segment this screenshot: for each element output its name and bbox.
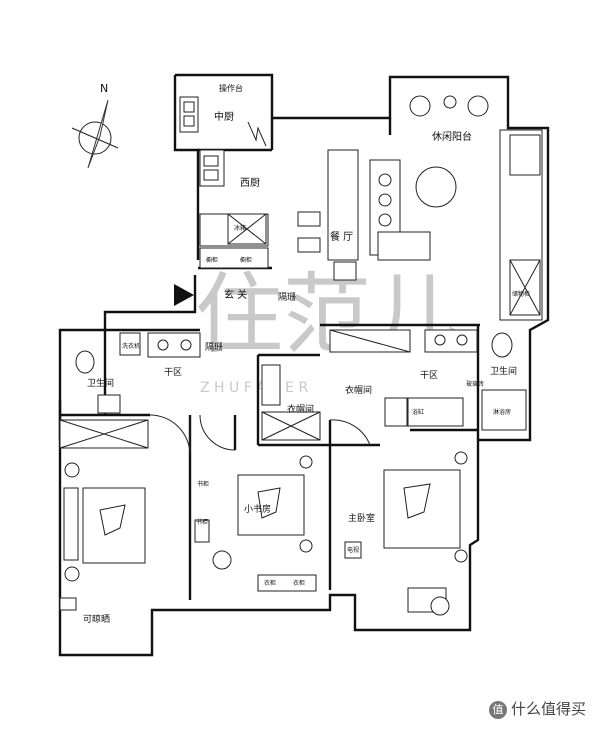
label-bathroom-left: 卫生间 (87, 377, 114, 389)
left-bedroom-furniture (59, 462, 146, 611)
balcony-furniture (409, 95, 543, 321)
credit-badge-icon: 值 (488, 700, 507, 719)
watermark: 住范儿 Z H U F A N E R (195, 263, 459, 396)
watermark-sub: Z H U F A N E R (200, 380, 308, 396)
label-fridge: 冰箱 (234, 224, 246, 232)
label-bathtub: 浴缸 (412, 408, 424, 416)
doors (149, 414, 371, 456)
label-tv: 电视 (347, 546, 359, 554)
label-cabinet-c: 衣柜 (264, 579, 276, 587)
label-leisure-balcony: 休闲阳台 (432, 130, 472, 143)
label-cabinet-b: 橱柜 (240, 256, 252, 264)
dining-furniture (297, 149, 431, 281)
source-credit: 值什么值得买 (488, 698, 586, 719)
entrance-arrow (174, 284, 194, 306)
compass: N (71, 82, 119, 169)
label-bookcase: 书柜 (197, 480, 209, 488)
label-partition-1: 隔珊 (278, 292, 296, 303)
label-cloakroom-large: 衣帽间 (345, 384, 372, 396)
label-cabinet-d: 衣柜 (293, 579, 305, 587)
label-small-study: 小书房 (244, 503, 271, 515)
credit-text: 什么值得买 (510, 700, 586, 718)
label-dry-area-left: 干区 (164, 367, 182, 378)
master-bedroom-furniture (344, 451, 468, 616)
label-chinese-kitchen: 中厨 (214, 110, 234, 123)
label-bookcase-2: 书柜 (196, 518, 208, 526)
label-dining-room: 餐 厅 (330, 230, 353, 243)
label-dry-area-right: 干区 (420, 370, 438, 381)
label-wash-machine: 洗衣机 (122, 342, 140, 350)
left-bathroom-fixtures (59, 332, 201, 449)
label-master-bedroom: 主卧室 (348, 512, 375, 524)
label-foyer: 玄 关 (224, 288, 247, 301)
watermark-main: 住范儿 (195, 263, 459, 366)
label-cabinet-a: 橱柜 (206, 256, 218, 264)
label-shower: 淋浴房 (493, 408, 511, 416)
label-shoe-cabinet: 储物柜 (512, 290, 530, 298)
compass-north-label: N (100, 82, 108, 95)
label-partition-2: 隔珊 (205, 342, 223, 353)
right-bath-fixtures (329, 329, 527, 431)
label-bathroom-right: 卫生间 (490, 365, 517, 377)
label-balcony-bottom: 可晾晒 (83, 613, 110, 625)
label-operating-counter: 操作台 (219, 83, 243, 93)
label-cloakroom-small: 衣帽间 (287, 403, 314, 415)
label-western-kitchen: 西厨 (240, 177, 260, 189)
study-furniture (194, 364, 321, 592)
kitchen-fixtures (179, 96, 269, 269)
label-glass: 玻璃砖 (466, 380, 484, 388)
